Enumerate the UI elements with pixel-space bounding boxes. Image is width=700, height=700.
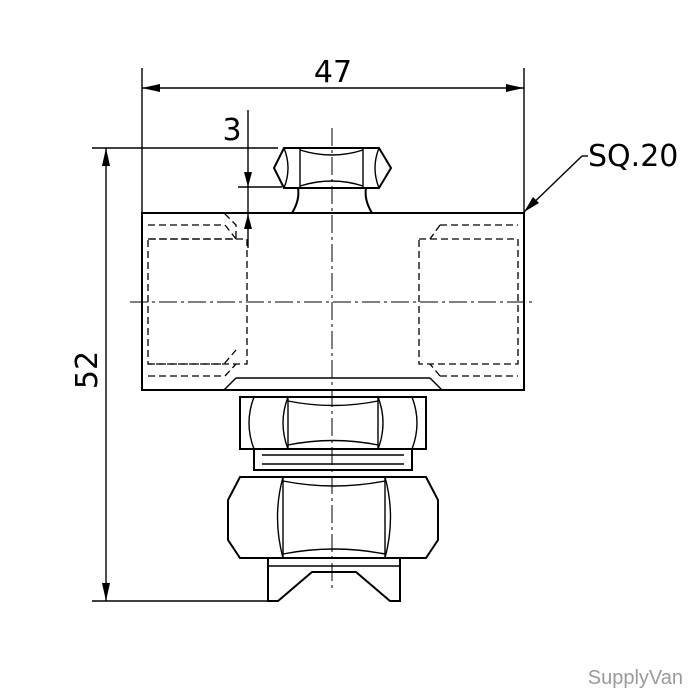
center-lines (130, 128, 536, 588)
height-label: 52 (70, 351, 105, 389)
height-arrow-bottom (102, 583, 110, 601)
width-dimension: 47 (141, 55, 525, 213)
neck (253, 449, 413, 471)
square-label: SQ.20 (588, 139, 678, 174)
large-hex-nut (227, 476, 439, 559)
offset-arrow-bottom (244, 214, 252, 229)
width-label: 47 (314, 55, 352, 90)
offset-dimension: 3 (222, 110, 282, 248)
watermark-logo: SupplyVan (588, 667, 683, 689)
middle-hex-nut (239, 389, 427, 450)
height-dimension: 52 (70, 147, 278, 602)
offset-label: 3 (222, 113, 241, 148)
height-arrow-top (102, 148, 110, 166)
leader-arrow (524, 197, 539, 212)
width-arrow-right (506, 84, 524, 92)
width-arrow-left (142, 84, 160, 92)
offset-arrow-top (244, 172, 252, 187)
square-leader: SQ.20 (523, 139, 678, 213)
nozzle-tip (267, 558, 401, 602)
